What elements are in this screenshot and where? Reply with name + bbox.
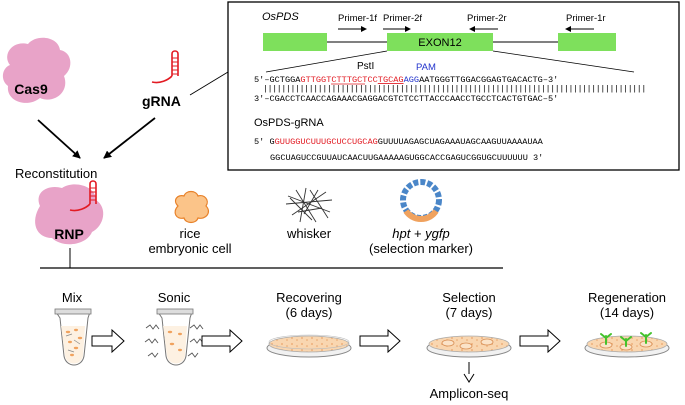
rice-cell: rice embryonic cell [148, 190, 232, 256]
step-arrow-3 [359, 328, 401, 354]
rnp-shape [35, 184, 104, 245]
cas9-protein: Cas9 [2, 37, 71, 103]
grna-seq-line2: GGCUAGUCCGUUAUCAACUUGAAAAAGUGGCACCGAGUCG… [270, 153, 543, 163]
step-sonic-label: Sonic [158, 290, 191, 305]
grna-panel-connector [189, 71, 229, 96]
grna-label: gRNA [142, 93, 181, 109]
step-arrow-2 [201, 328, 243, 354]
regeneration-dish [584, 332, 670, 358]
pstI-label: PstI [357, 61, 374, 72]
sprouts [600, 332, 652, 347]
cas9-label: Cas9 [14, 81, 48, 97]
step-arrow-4 [519, 328, 561, 354]
marker-plus: + [410, 226, 425, 241]
recovering-dish [266, 334, 352, 358]
seq-top: 5′–GCTGGAGTTGGTCTTTGCTCCTGCAGAGGAATGGGTT… [254, 75, 558, 85]
grna-seq-line1: 5′ GGUUGGUCUUUGCUCCUGCAGGUUUUAGAGCUAGAAA… [254, 137, 544, 147]
exon-12 [387, 33, 493, 51]
rice-cell-shape [174, 190, 210, 224]
grna-seq-spacer: GUUGGUCUUUGCUCCUGCAG [275, 137, 378, 147]
rnp-complex: RNP [35, 180, 104, 245]
seq-top-target: GTTGGTCTTTGCTCC [300, 75, 377, 85]
marker-ygfp: ygfp [424, 226, 450, 241]
rnp-label: RNP [54, 226, 84, 242]
primer-2f-label: Primer-2f [383, 13, 422, 24]
whisker-label: whisker [286, 226, 332, 241]
gene-panel: OsPDS Primer-1f Primer-2f Primer-2r Prim… [227, 1, 680, 171]
gene-panel-frame [227, 1, 680, 171]
rice-label-line2: embryonic cell [148, 241, 231, 256]
exon-left [263, 33, 327, 51]
rnp-grna-tail [69, 203, 91, 212]
primer-1f-label: Primer-1f [338, 13, 377, 24]
marker-label-line1: hpt + ygfp [392, 226, 449, 241]
zoom-line-left [265, 50, 388, 73]
seq-pairing-bars: ||||||||||||||||||||||||||||||||||||||||… [263, 84, 646, 94]
primer-1r-label: Primer-1r [566, 13, 606, 24]
primer-2r-label: Primer-2r [467, 13, 507, 24]
cas9-shape [2, 37, 71, 103]
grna-molecule: gRNA [142, 50, 181, 109]
grna-tail [151, 75, 173, 84]
seq-bottom: 3′–CGACCTCAACCAGAAACGAGGACGTCTCCTTACCCAA… [254, 94, 558, 104]
grna-arrow [103, 117, 156, 159]
step-regeneration-days: (14 days) [600, 305, 654, 320]
grna-seq-rest: GUUUUAGAGCUAGAAAUAGCAAGUUAAAAUAA [378, 137, 544, 147]
zoom-line-right [492, 50, 635, 73]
exon-label: EXON12 [418, 37, 461, 49]
grna-title: OsPDS-gRNA [254, 117, 324, 129]
marker-hpt: hpt [392, 226, 411, 241]
reconstitution-label: Reconstitution [15, 166, 97, 181]
step-regeneration-label: Regeneration [588, 290, 666, 305]
grna-hairpin [171, 50, 179, 76]
step-selection-label: Selection [442, 290, 495, 305]
sonic-waves [144, 324, 204, 358]
step-arrow-1 [91, 328, 125, 354]
plasmid-marker: hpt + ygfp (selection marker) [369, 179, 473, 256]
rnp-grna-hairpin [89, 180, 97, 204]
seq-top-prefix: 5′–GCTGGA [254, 75, 301, 85]
step-recovering-days: (6 days) [286, 305, 333, 320]
step-mix-label: Mix [62, 290, 83, 305]
step-selection-days: (7 days) [446, 305, 493, 320]
sonic-tube [144, 308, 204, 366]
gene-name: OsPDS [262, 11, 299, 23]
grna-seq-prefix: 5′ G [254, 137, 275, 147]
pam-label: PAM [416, 62, 436, 73]
selection-dish [426, 335, 512, 358]
step-recovering-label: Recovering [276, 290, 342, 305]
whisker-fibers [285, 187, 333, 223]
cas9-arrow [37, 119, 81, 159]
seq-top-pstI-site: TGCAG [378, 75, 404, 85]
seq-top-pam: AGG [404, 75, 419, 85]
seq-top-rest: AATGGGTTGGACGGAGTGACACTG–3′ [419, 75, 558, 85]
plasmid-marker-segment [403, 209, 439, 222]
amplicon-label: Amplicon-seq [430, 386, 509, 401]
mix-tube [54, 308, 92, 366]
rice-label-line1: rice [180, 226, 201, 241]
exon-right [558, 33, 616, 51]
marker-label-line2: (selection marker) [369, 241, 473, 256]
